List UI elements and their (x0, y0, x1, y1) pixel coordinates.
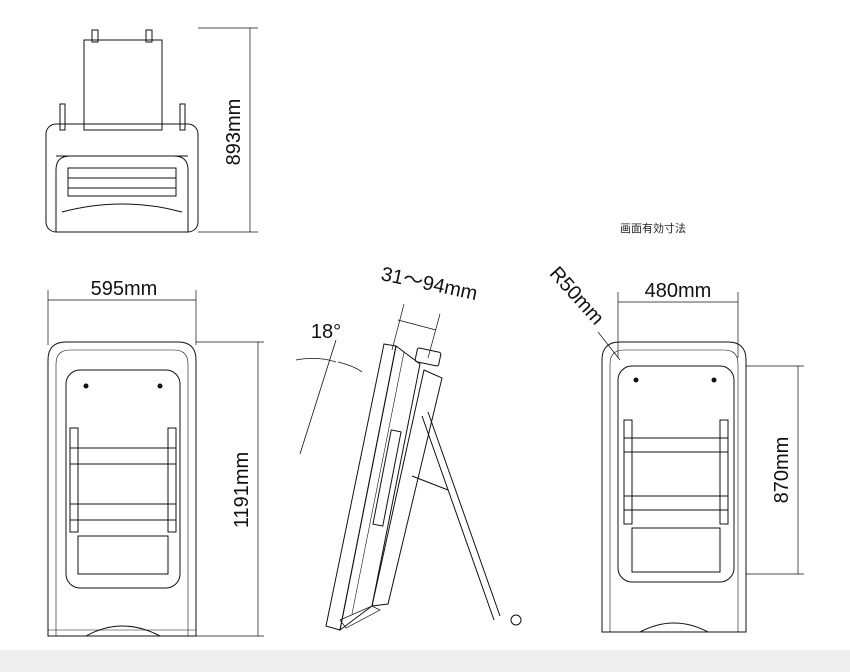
dim-line-side-offset (397, 319, 437, 331)
side-rear-bracket (371, 369, 443, 607)
front-rail-right (167, 427, 177, 533)
side-handle (414, 347, 442, 367)
side-brace (411, 475, 449, 491)
back-lower-frame (631, 527, 721, 573)
stand-dimension-drawing: 893mm 595mm 1191mm 18 (45, 27, 804, 637)
back-height-label: 870mm (771, 437, 793, 504)
side-post-left (59, 103, 66, 131)
side-post-right (179, 103, 186, 131)
back-body (601, 341, 747, 633)
front-bracket-lower (69, 503, 177, 521)
radius-leader (597, 331, 621, 361)
effective-screen-size-label: 画面有効寸法 (620, 222, 686, 235)
top-body (45, 123, 199, 233)
side-wheel (510, 614, 522, 626)
front-lower-frame (77, 535, 169, 575)
back-rail-right (719, 419, 729, 525)
back-rail-left (623, 419, 633, 525)
bottom-strip (0, 650, 850, 672)
front-base (48, 625, 196, 637)
back-view: R50mm 480mm 870mm (545, 263, 804, 633)
front-view: 595mm 1191mm (47, 278, 264, 637)
top-height-label: 893mm (223, 99, 245, 166)
front-body (47, 341, 197, 637)
top-body-inner (55, 155, 189, 232)
front-rail-left (69, 427, 79, 533)
back-bracket-lower (623, 495, 729, 511)
side-leg-front (427, 411, 501, 617)
side-leg-back (421, 415, 495, 621)
top-post-left (91, 29, 99, 43)
top-view: 893mm (45, 27, 258, 233)
top-panel (83, 39, 163, 131)
side-view: 18° 31～94mm (295, 263, 522, 632)
front-bracket-upper (69, 447, 177, 465)
front-width-label: 595mm (91, 278, 158, 300)
back-bracket-upper (623, 437, 729, 453)
top-bracket (67, 167, 177, 197)
back-screen (617, 365, 735, 583)
back-base (602, 622, 746, 633)
tilt-angle-label: 18° (311, 321, 341, 343)
top-post-right (145, 29, 153, 43)
front-height-label: 1191mm (231, 452, 253, 528)
tilt-reference-line (299, 339, 337, 455)
radius-label: R50mm (545, 263, 608, 330)
front-screen (65, 369, 181, 589)
back-width-label: 480mm (645, 280, 712, 302)
side-panel-front (325, 343, 397, 631)
side-offset-label: 31～94mm (379, 263, 479, 305)
side-mount-plate (372, 429, 402, 527)
top-curve (61, 203, 183, 213)
